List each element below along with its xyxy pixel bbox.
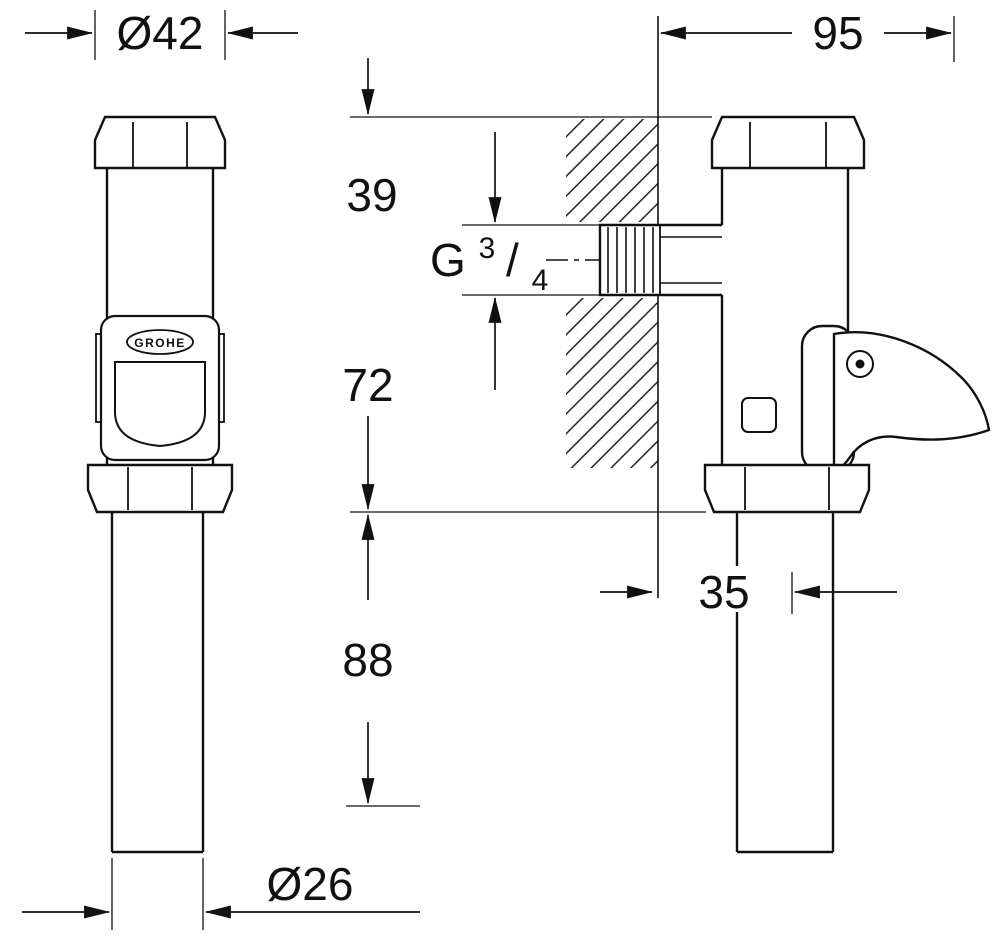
cap-diameter-label: Ø42 bbox=[117, 7, 204, 59]
dimension-top-to-inlet: 39 bbox=[346, 58, 502, 224]
body-inspection-plate bbox=[741, 397, 777, 433]
pipe-length-label: 88 bbox=[342, 634, 393, 686]
front-cap-nut bbox=[93, 115, 227, 170]
dimension-cap-diameter: Ø42 bbox=[25, 7, 298, 59]
front-view: GROHE bbox=[86, 115, 234, 854]
push-button-face bbox=[114, 361, 206, 448]
dimension-pipe-length: 88 bbox=[342, 513, 394, 805]
dimension-depth: 95 bbox=[659, 7, 953, 59]
side-bottom-nut bbox=[703, 463, 871, 514]
wall-hatch-upper bbox=[566, 119, 658, 222]
thread-numerator: 3 bbox=[479, 232, 496, 265]
dimension-inlet-to-outlet: 72 bbox=[342, 296, 502, 511]
dimension-pipe-diameter: Ø26 bbox=[22, 858, 420, 919]
grohe-logo-text: GROHE bbox=[134, 336, 186, 350]
dimension-wall-to-pipe: 35 bbox=[600, 566, 897, 618]
inlet-to-outlet-label: 72 bbox=[342, 359, 393, 411]
lever-pivot-center bbox=[855, 359, 865, 369]
grohe-logo-badge bbox=[126, 329, 194, 355]
thread-size: G 3 / 4 bbox=[430, 216, 548, 297]
front-bottom-nut bbox=[86, 463, 234, 514]
inlet-thread-lines bbox=[607, 227, 654, 293]
depth-label: 95 bbox=[812, 7, 863, 59]
side-view bbox=[598, 115, 991, 854]
wall-to-pipe-label-backing bbox=[684, 566, 764, 612]
thread-slash: / bbox=[506, 234, 519, 286]
thread-denominator: 4 bbox=[532, 264, 549, 297]
thread-g: G bbox=[430, 234, 466, 286]
side-cap-nut bbox=[710, 115, 866, 170]
wall-to-pipe-label: 35 bbox=[698, 566, 749, 618]
thread-size-label: G 3 / 4 bbox=[430, 216, 548, 297]
pipe-diameter-label: Ø26 bbox=[267, 858, 354, 910]
wall-hatch-lower bbox=[566, 298, 658, 468]
inlet-connector bbox=[598, 223, 722, 297]
reference-lines bbox=[94, 10, 955, 930]
top-to-inlet-label: 39 bbox=[346, 169, 397, 221]
wall-section-hatching bbox=[566, 119, 658, 468]
